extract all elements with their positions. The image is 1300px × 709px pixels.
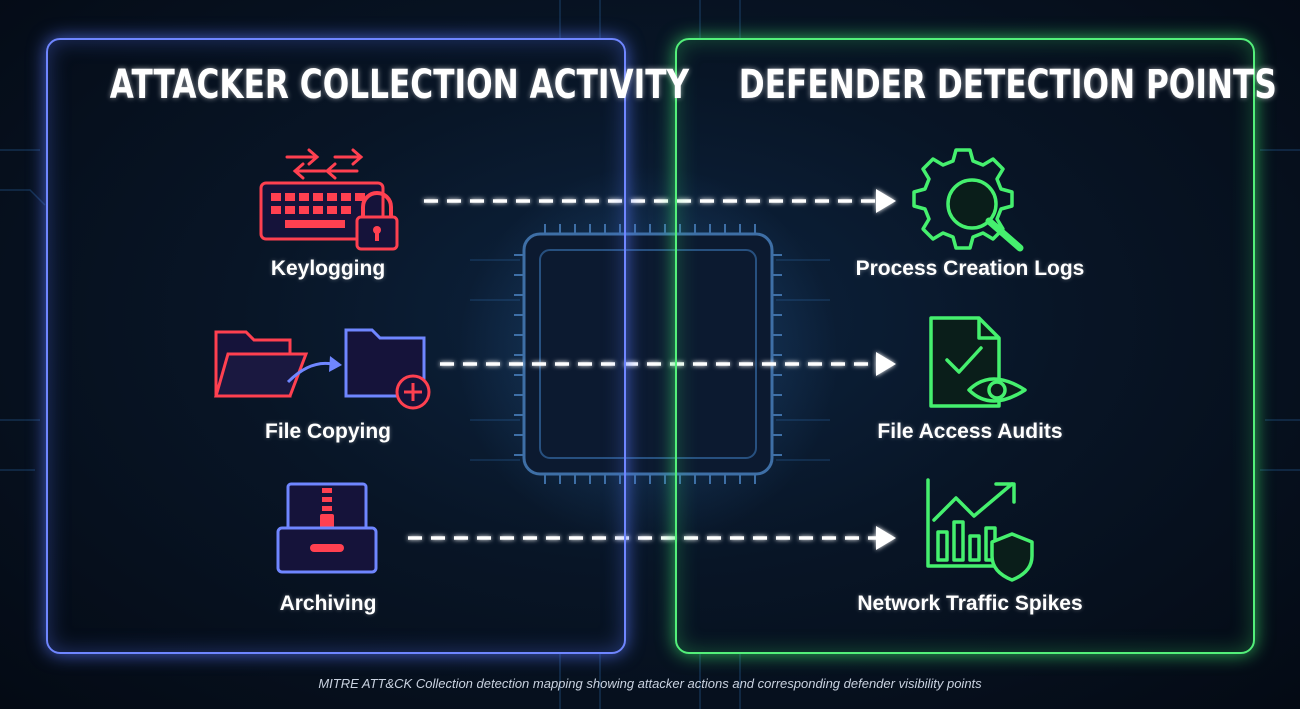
attacker-panel: [46, 38, 626, 654]
item-label-process-creation-logs: Process Creation Logs: [855, 257, 1085, 280]
attacker-heading: ATTACKER COLLECTION ACTIVITY: [109, 62, 690, 108]
document-eye-icon: [929, 316, 1027, 408]
item-label-archiving: Archiving: [279, 592, 377, 615]
defender-heading: DEFENDER DETECTION POINTS: [738, 62, 1277, 108]
item-label-file-access-audits: File Access Audits: [877, 420, 1063, 443]
archive-zip-icon: [276, 482, 378, 574]
defender-panel: [675, 38, 1255, 654]
cpu-chip-icon: [514, 224, 782, 484]
item-label-network-traffic-spikes: Network Traffic Spikes: [857, 592, 1083, 615]
arrowhead-3: [876, 526, 896, 550]
keyboard-lock-icon: [259, 148, 399, 251]
figure-caption: MITRE ATT&CK Collection detection mappin…: [318, 676, 982, 691]
item-label-file-copying: File Copying: [265, 420, 391, 443]
gear-magnifier-icon: [912, 148, 1024, 252]
chart-shield-icon: [926, 478, 1034, 582]
item-label-keylogging: Keylogging: [270, 257, 386, 280]
folder-copy-icon: [214, 328, 431, 410]
arrowhead-2: [876, 352, 896, 376]
arrowhead-1: [876, 189, 896, 213]
